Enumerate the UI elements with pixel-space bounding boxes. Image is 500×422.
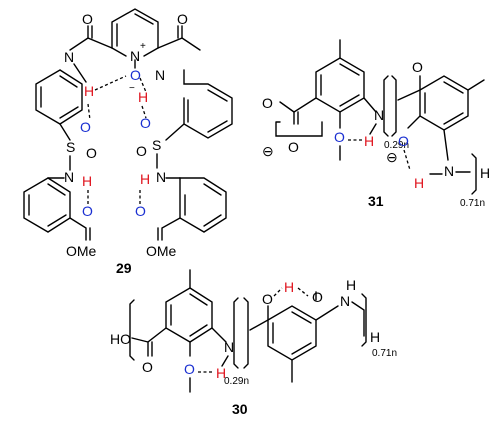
phenolate-charge-31: ⊖ — [386, 149, 398, 165]
amine-h-31: H — [364, 133, 374, 149]
amide-h-right: H — [138, 89, 148, 105]
phenolate-h-31: H — [414, 175, 424, 191]
subscript-left-30: 0.29n — [224, 376, 249, 387]
compound-30-label: 30 — [232, 401, 248, 417]
carbonyl-o-right-30: O — [262, 291, 273, 307]
end-group-right-30: H — [370, 329, 380, 345]
carboxyl-o-31: O — [412, 59, 423, 75]
subscript-right-31: 0.71n — [460, 198, 485, 209]
left-aniline-ring — [23, 177, 71, 233]
amine-n-right-31: N — [444, 163, 454, 179]
amine-n-31: N — [374, 107, 384, 123]
phenolate-o-31: O — [398, 133, 409, 149]
ester-ome-right: OMe — [146, 243, 177, 259]
pyridine-n-atom: N — [130, 48, 140, 64]
amine-n-right-30: N — [340, 293, 350, 309]
sulfonamide-h-right: H — [140, 171, 150, 187]
sulfonyl-o-right-side: O — [136, 143, 147, 159]
sulfonamide-h-left: H — [82, 173, 92, 189]
ester-o-right: O — [135, 203, 146, 219]
subscript-left-31: 0.29n — [384, 140, 409, 151]
amine-n-30: N — [224, 339, 234, 355]
amide-n-left: N — [64, 49, 74, 65]
negative-charge: − — [129, 83, 135, 94]
sulfonyl-o-right-top: O — [140, 115, 151, 131]
amine-h-30: H — [216, 365, 226, 381]
carbonyl-o-30: O — [142, 359, 153, 375]
compound-31: O O ⊖ O H N 0.29n O O ⊖ H N H 0.71n 31 — [262, 39, 490, 209]
carboxylate-o-top-31: O — [262, 95, 273, 111]
sulfonamide-n-left: N — [64, 169, 74, 185]
compound-29: N + O − O N H O N H S O O N H — [23, 8, 233, 276]
compound-29-label: 29 — [116, 260, 132, 276]
ring-30-left — [165, 287, 213, 343]
amide-o-right: O — [177, 11, 188, 27]
methoxy-o-31: O — [334, 129, 345, 145]
sulfonyl-o-left-side: O — [86, 145, 97, 161]
positive-charge: + — [140, 41, 146, 52]
sulfonyl-o-left-top: O — [80, 119, 91, 135]
pyridine-ring — [111, 8, 159, 69]
end-group-left-30: HO — [110, 331, 131, 347]
amide-n-right: N — [155, 67, 165, 83]
ring-31-right — [419, 75, 469, 131]
carboxylate-charge-31: ⊖ — [262, 143, 274, 159]
end-h-31: H — [480, 165, 490, 181]
amine-h-right-30: H — [346, 277, 356, 293]
sulfonamide-n-right: N — [156, 169, 166, 185]
ester-o-left: O — [82, 203, 93, 219]
subscript-right-30: 0.71n — [372, 348, 397, 359]
phenol-o-30: O — [312, 289, 323, 305]
amide-o-left: O — [82, 11, 93, 27]
n-oxide-o-atom: O — [130, 67, 141, 83]
ester-ome-left: OMe — [66, 243, 97, 259]
ring-30-right — [267, 305, 317, 361]
phenol-h-30: H — [284, 279, 294, 295]
methoxy-o-30: O — [184, 361, 195, 377]
right-aniline-ring — [179, 177, 227, 233]
compound-31-label: 31 — [368, 193, 384, 209]
right-benzene — [183, 69, 233, 139]
compound-30: HO O O H N 0.29n O O H N H H 0.71n 30 — [110, 269, 397, 417]
carboxylate-o-minus-31: O — [288, 139, 299, 155]
sulfonyl-s-right: S — [152, 137, 161, 153]
amide-h-left: H — [84, 83, 94, 99]
ring-31-left — [315, 57, 365, 113]
sulfonyl-s-left: S — [66, 139, 75, 155]
left-benzene — [35, 69, 83, 125]
